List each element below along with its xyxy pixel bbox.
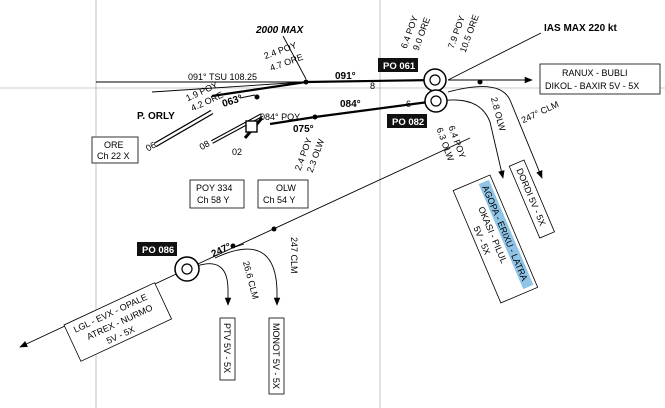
course-247-clm-2: 247 CLM <box>289 237 299 274</box>
radial-063 <box>239 94 256 99</box>
navaid-olw-box: OLW Ch 54 Y <box>257 179 309 209</box>
svg-text:Ch 54 Y: Ch 54 Y <box>263 195 295 205</box>
terminal-building <box>245 120 258 133</box>
course-063: 063° <box>221 93 244 110</box>
route-to-dordi <box>447 86 543 179</box>
fix-marker <box>254 94 260 100</box>
altitude-max-label: 2000 MAX <box>255 25 305 36</box>
waypoint-po061-tag: PO 061 <box>378 58 418 72</box>
fix-marker <box>312 114 318 120</box>
distance-2-8-olw: 2.8 OLW <box>489 96 508 133</box>
svg-text:MONOT 5V - 5X: MONOT 5V - 5X <box>271 323 281 389</box>
waypoint-po086-symbol <box>174 256 200 282</box>
exit-box-dordi: DORDI 5V - 5X <box>508 159 556 239</box>
fix-marker <box>271 226 277 232</box>
route-ore-diagonal <box>151 81 306 93</box>
distance-8: 8 <box>370 81 375 91</box>
svg-text:PO 082: PO 082 <box>392 117 424 128</box>
svg-text:PO 061: PO 061 <box>383 61 416 72</box>
svg-text:PTV 5V - 5X: PTV 5V - 5X <box>222 323 232 373</box>
course-247: 247° <box>210 241 233 260</box>
runway-08-label: 08 <box>198 138 212 152</box>
course-084: 084° <box>340 99 361 110</box>
navaid-poy-box: POY 334 Ch 58 Y <box>189 179 245 209</box>
fix-marker <box>477 79 483 85</box>
svg-text:OLW: OLW <box>276 183 296 193</box>
waypoint-po061-symbol <box>423 68 447 92</box>
exit-box-ranux: RANUX - BUBLI DIKOL - BAXIR 5V - 5X <box>539 63 661 95</box>
navaid-ore-box: ORE Ch 22 X <box>91 136 139 164</box>
svg-text:Ch 22 X: Ch 22 X <box>97 151 130 161</box>
waypoint-po086-tag: PO 086 <box>137 242 177 256</box>
svg-text:DIKOL - BAXIR 5V - 5X: DIKOL - BAXIR 5V - 5X <box>545 81 639 91</box>
svg-text:RANUX - BUBLI: RANUX - BUBLI <box>562 68 628 78</box>
route-to-monot <box>214 248 281 306</box>
waypoint-po082-tag: PO 082 <box>387 114 427 128</box>
waypoint-po082-symbol <box>424 89 448 113</box>
runway-06-24 <box>153 109 214 148</box>
exit-box-monot: MONOT 5V - 5X <box>268 317 285 395</box>
route-to-ptv <box>196 263 232 306</box>
runway-06-label: 06 <box>144 140 158 154</box>
svg-text:Ch 58 Y: Ch 58 Y <box>197 195 229 205</box>
svg-text:ORE: ORE <box>104 140 124 150</box>
distance-6: 6 <box>406 99 411 109</box>
distance-26-6-clm: 26.6 CLM <box>241 260 261 300</box>
fix-marker <box>303 79 309 85</box>
ias-max-label: IAS MAX 220 kt <box>544 23 617 34</box>
route-ne <box>447 32 542 81</box>
svg-text:POY 334: POY 334 <box>196 183 232 193</box>
altitude-max-leader <box>282 35 307 80</box>
course-091: 091° <box>335 71 356 82</box>
route-to-agopa <box>439 99 505 179</box>
exit-box-lgl: LGL - EVX - OPALE ATREX - NURMO 5V - 5X <box>63 282 173 362</box>
airport-label: P. ORLY <box>137 111 175 122</box>
course-091-tsu: 091° TSU 108.25 <box>188 72 257 82</box>
course-247-clm: 247° CLM <box>520 99 561 125</box>
course-084-poy: 084° POY <box>260 112 300 122</box>
svg-text:PO 086: PO 086 <box>142 245 174 256</box>
course-075: 075° <box>293 124 314 135</box>
fix-marker <box>230 243 236 249</box>
exit-box-ptv: PTV 5V - 5X <box>219 317 236 381</box>
runway-08-26 <box>211 113 263 144</box>
runway-02-label: 02 <box>232 147 242 157</box>
